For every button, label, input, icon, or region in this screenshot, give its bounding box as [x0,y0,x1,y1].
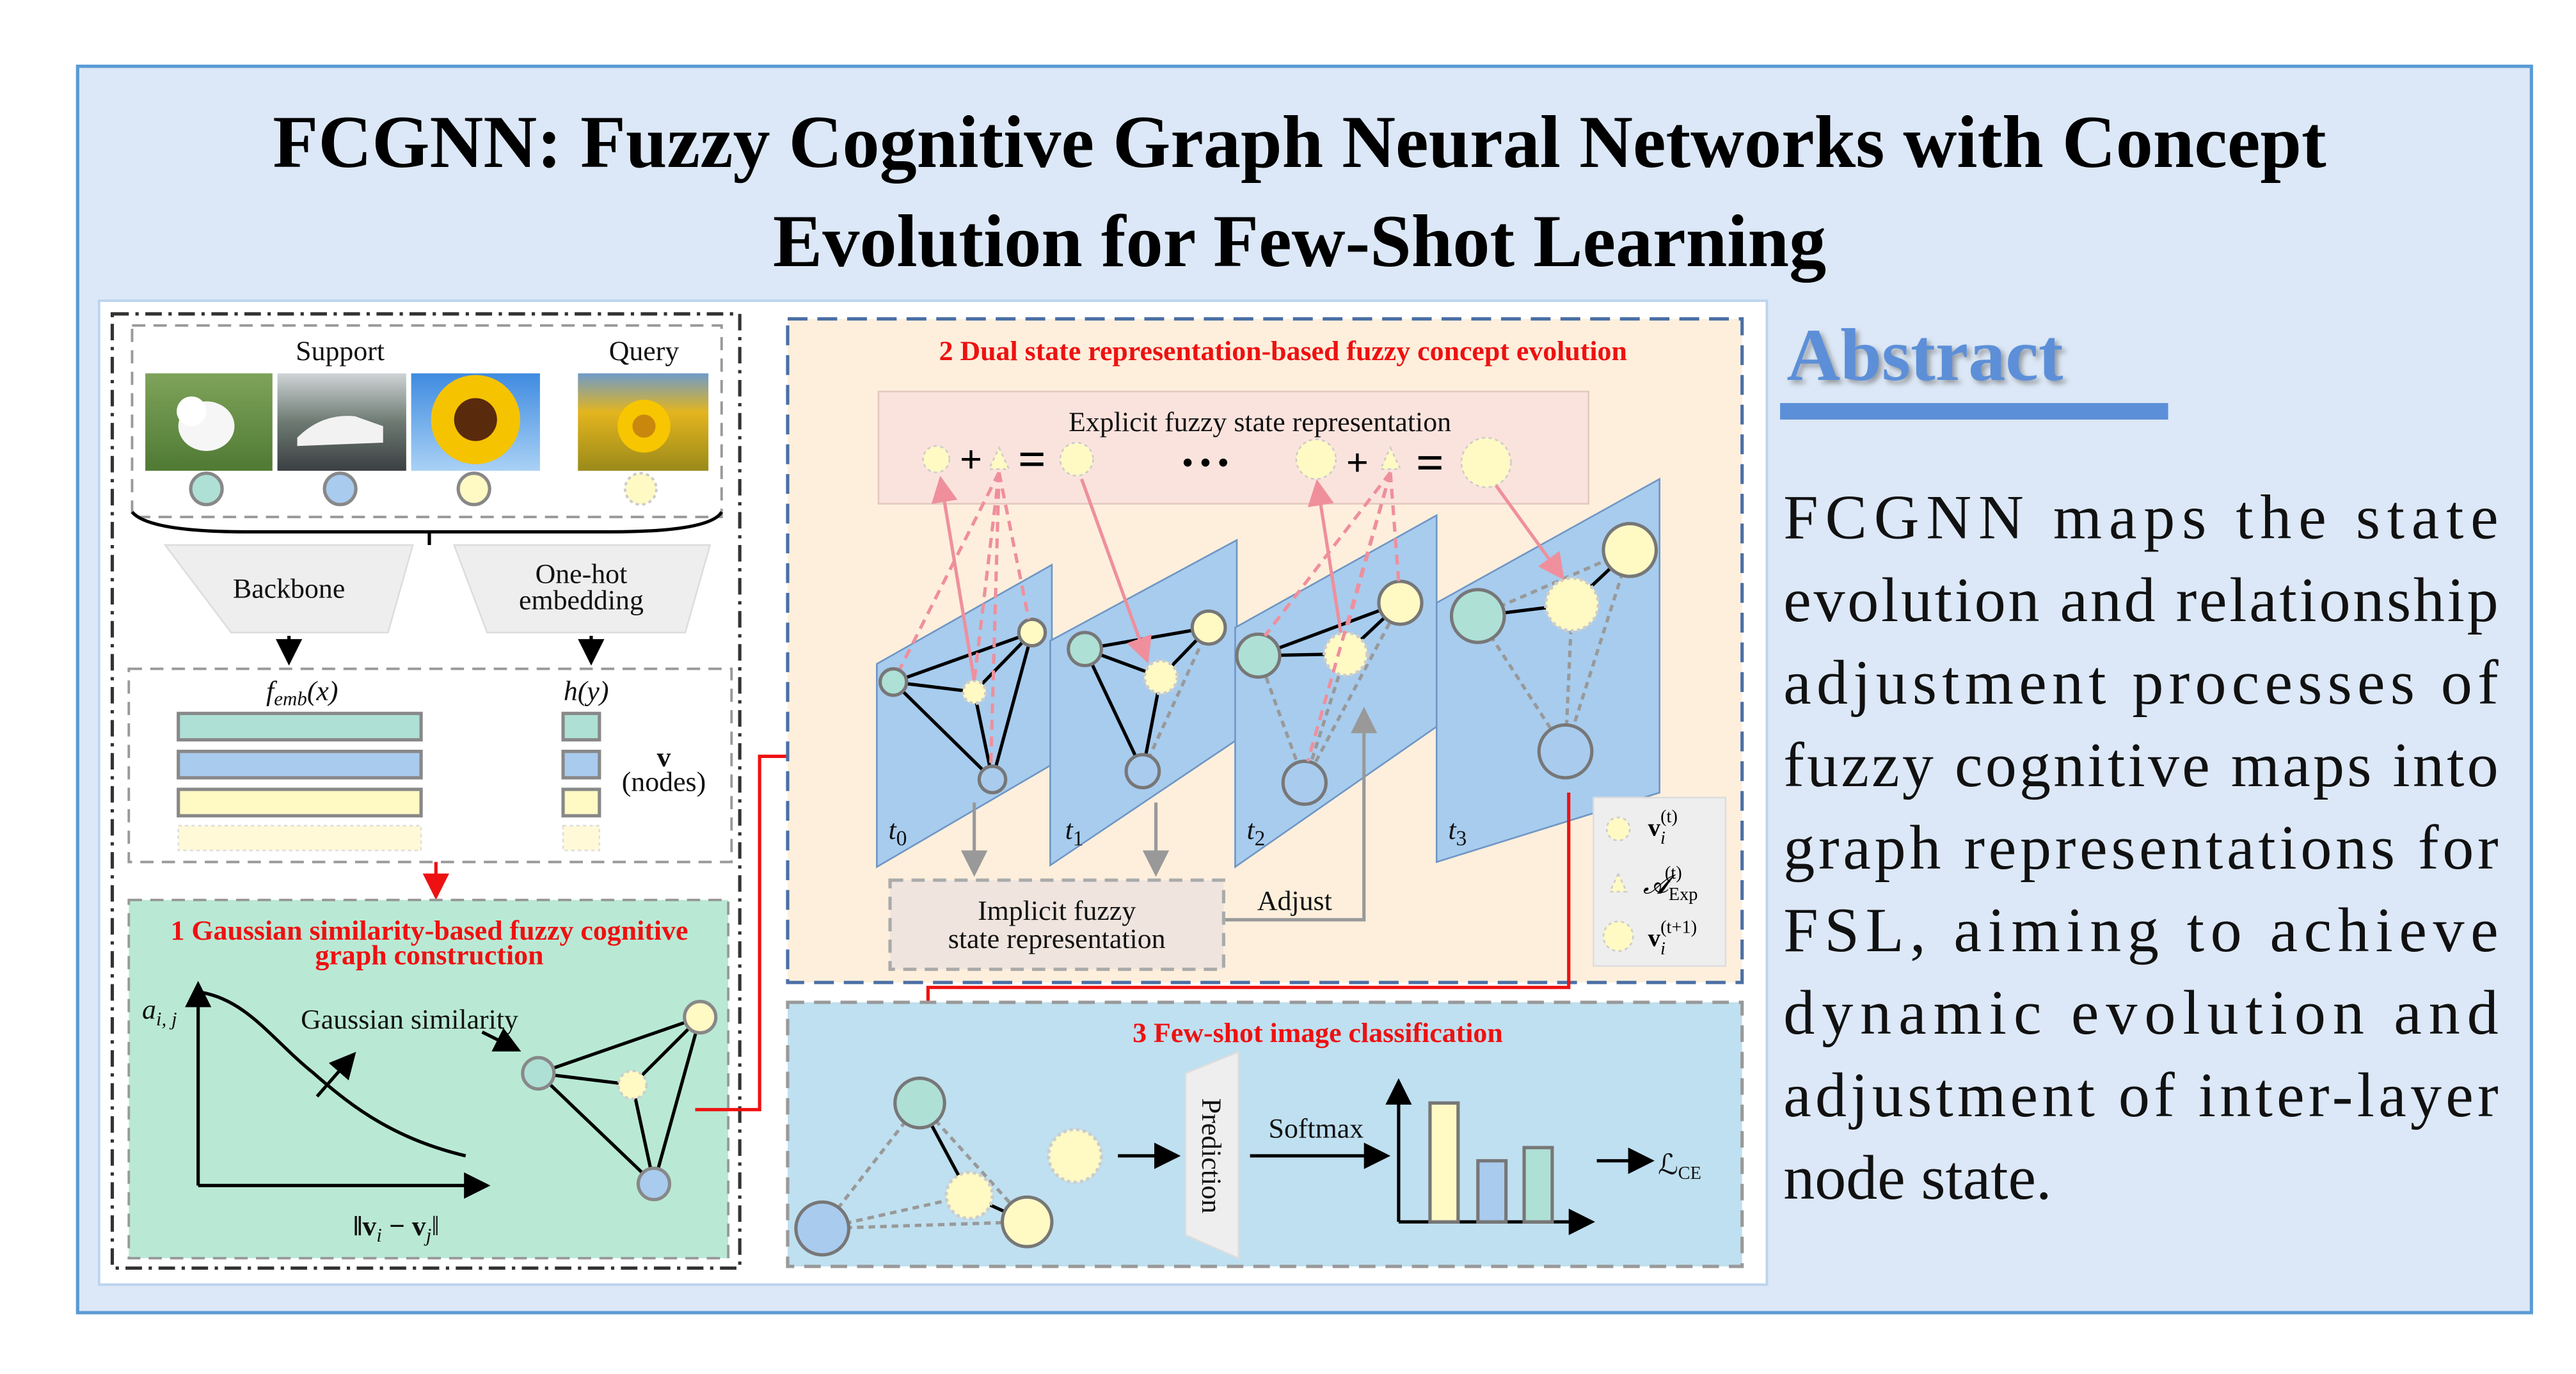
h-label: h(y) [564,676,609,707]
query-image-sunflower [578,373,709,471]
legend: vi(t) 𝓐Exp(t) vi(t+1) [1593,796,1727,967]
query-node-final [1047,1128,1103,1184]
softmax-label: Softmax [1269,1114,1364,1144]
time-label-t0: t0 [888,814,907,850]
graph-t2 [1235,580,1424,806]
explicit-update-arrows [898,471,1564,766]
label-bar-blue [561,750,601,780]
adjust-label: Adjust [1257,885,1332,916]
prob-bar-blue [1476,1159,1508,1224]
explicit-state-box [877,390,1589,505]
support-query-box: Support Query [131,324,723,519]
graph-t0 [878,617,1047,794]
abstract-heading: Abstract [1786,315,2063,397]
feature-box: femb(x) h(y) v (nodes) [127,667,733,864]
v-label: v [657,742,671,773]
feature-bar-blue [177,750,423,780]
abstract-line: graph representations for [1783,814,2498,883]
implicit-label-2: state representation [948,924,1166,954]
feature-bar-teal [177,711,423,742]
adjust-arrow [1225,706,1378,922]
implicit-label-1: Implicit fuzzy [978,896,1136,926]
svg-text:=: = [1018,432,1046,487]
support-node-yellow [456,471,491,507]
support-node-teal [189,471,224,507]
section2-box: 2 Dual state representation-based fuzzy … [786,317,1744,984]
title-line-1: FCGNN: Fuzzy Cognitive Graph Neural Netw… [273,102,2326,184]
abstract-line: adjustment processes of [1783,649,2499,718]
support-image-dog [145,373,273,471]
time-label-t1: t1 [1065,814,1084,850]
gaussian-similarity-label: Gaussian similarity [301,1004,518,1035]
onehot-label-1: One-hot [536,558,628,589]
feature-bar-query [177,825,422,851]
nodes-label: (nodes) [622,767,706,798]
svg-text:+: + [1346,441,1369,485]
y-axis-label: ai, j [142,995,177,1030]
implicit-state-box: Implicit fuzzy state representation [888,878,1225,971]
onehot-block: One-hot embedding [452,544,712,634]
initial-graph [521,1000,718,1201]
final-graph [794,1077,1054,1257]
feature-bar-yellow [177,787,423,817]
support-image-car [277,373,406,471]
support-node-blue [322,471,358,507]
explicit-state-label: Explicit fuzzy state representation [1069,407,1451,438]
backbone-label: Backbone [233,574,345,604]
prob-bar-teal [1522,1146,1554,1224]
femb-label: femb(x) [266,676,338,710]
section1-title-1: 1 Gaussian similarity-based fuzzy cognit… [171,915,688,946]
query-label: Query [609,336,680,367]
abstract-line: FSL, aiming to achieve [1783,896,2498,965]
svg-text:+: + [960,438,982,482]
time-label-t2: t2 [1246,814,1265,850]
label-bar-teal [561,711,601,742]
legend-v-t1: vi(t+1) [1648,918,1697,959]
section3-title: 3 Few-shot image classification [1133,1018,1503,1048]
section2-title: 2 Dual state representation-based fuzzy … [939,336,1627,367]
loss-label: ℒCE [1658,1149,1701,1183]
svg-text:• • •: • • • [1182,447,1228,480]
section3-box: 3 Few-shot image classification Predicti… [786,1000,1744,1268]
abstract-line: adjustment of inter-layer [1783,1061,2498,1130]
section1-box: 1 Gaussian similarity-based fuzzy cognit… [127,898,730,1260]
title-line-2: Evolution for Few-Shot Learning [773,201,1826,283]
gaussian-curve [201,990,466,1158]
svg-text:=: = [1416,435,1444,490]
section1-title-2: graph construction [315,940,544,971]
support-label: Support [296,336,385,367]
abstract-line: fuzzy cognitive maps into [1783,731,2498,800]
legend-v-t: vi(t) [1648,807,1678,849]
probability-chart [1385,1078,1596,1235]
prob-bar-yellow [1428,1101,1460,1224]
time-label-t3: t3 [1448,814,1467,850]
abstract-line: evolution and relationship [1783,566,2498,635]
prediction-label: Prediction [1196,1098,1227,1213]
abstract-underline [1780,403,2168,420]
graph-t3 [1449,521,1658,780]
prediction-block: Prediction [1184,1050,1239,1260]
abstract-line: node state. [1783,1144,2051,1213]
legend-a-exp: 𝓐Exp(t) [1643,863,1698,904]
label-bar-query [562,825,601,851]
onehot-label-2: embedding [519,585,644,616]
abstract-text: FCGNN maps the state evolution and relat… [1783,484,2499,1213]
explicit-equation: + = • • • + = [922,432,1512,490]
query-node [623,471,658,506]
x-axis-label: ‖vi − vj‖ [353,1211,440,1246]
backbone-block: Backbone [163,544,414,634]
input-pipeline-box [110,312,742,1270]
label-bar-yellow [561,787,601,817]
support-image-sunflower [411,373,540,471]
